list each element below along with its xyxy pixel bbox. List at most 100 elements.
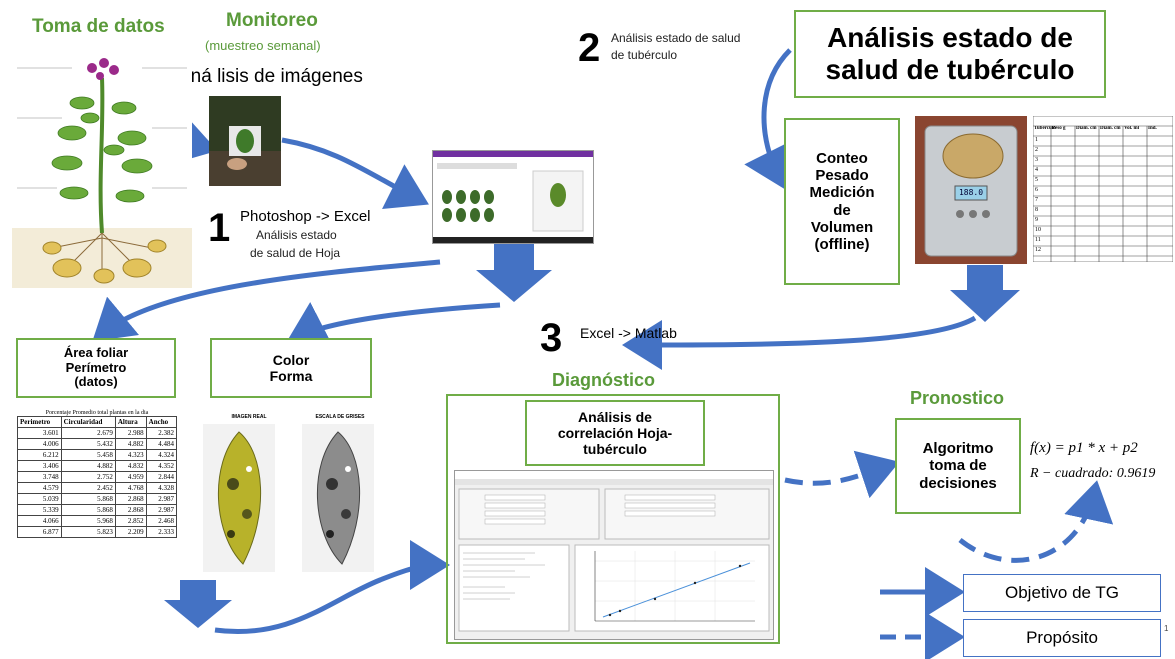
tuber-table-header: Tubérculo (1034, 126, 1056, 131)
tuberculo-title-line1: Análisis estado de (827, 21, 1073, 53)
legend-objetivo-box: Objetivo de TG (963, 574, 1161, 612)
medicion-line: Medición (809, 184, 875, 202)
escala-grises-label: ESCALA DE GRISES (315, 414, 365, 420)
tuber-table-row-index: 5 (1035, 177, 1038, 183)
arrow-photo-to-software (281, 137, 429, 209)
step-2-number: 2 (578, 26, 601, 70)
big-arrow-table-down (164, 580, 232, 628)
tuber-table-row-index: 11 (1035, 237, 1041, 243)
tuber-table-row-index: 2 (1035, 147, 1038, 153)
tuber-table-row-index: 7 (1035, 197, 1038, 203)
tuber-table-row-index: 1 (1035, 137, 1038, 143)
tuber-table-row-index: 8 (1035, 207, 1038, 213)
diagnostico-title: Diagnóstico (552, 370, 656, 390)
table-header-cell: Circularidad (60, 416, 116, 428)
pesado-line: Pesado (815, 167, 869, 184)
table-header-row: Perimetro Circularidad Altura Ancho (17, 416, 178, 428)
tuber-table-row-index: 12 (1035, 247, 1041, 253)
arrow-to-area-foliar (92, 259, 441, 342)
leaf-grayscale-image (302, 424, 374, 572)
conteo-line: Conteo (816, 149, 868, 167)
tuber-table-header: Ind. (1148, 126, 1157, 131)
step-1-line1: Photoshop -> Excel (240, 208, 371, 225)
potato-scale-photo: 188.0 (915, 116, 1027, 264)
monitoreo-title: Monitoreo (226, 10, 318, 31)
big-arrow-software-down (476, 243, 552, 302)
step-2-line1: Análisis estado de salud (611, 31, 741, 45)
step-1-line2: Análisis estado (256, 228, 337, 242)
leaf-in-hand-photo (209, 96, 281, 186)
volumen-line: Volumen (810, 218, 874, 236)
leaf-data-table: Perimetro Circularidad Altura Ancho 3.60… (17, 416, 178, 538)
correlacion-box: Análisis de correlación Hoja- tubérculo (525, 400, 705, 466)
toma-datos-title: Toma de datos (32, 16, 165, 37)
tuber-table-row-index: 9 (1035, 217, 1038, 223)
dashed-arrow-to-algoritmo (784, 450, 900, 499)
step-1-line3: de salud de Hoja (250, 246, 341, 260)
leaf-data-table-container: Porcentaje Promedio total plantas en la … (17, 410, 178, 538)
matlab-fit-window (454, 470, 774, 640)
potato-plant-illustration (12, 48, 192, 288)
tuber-table-header: Diam. cm (1100, 126, 1121, 131)
scale-display-value: 188.0 (958, 188, 984, 197)
page-number: 1 (1164, 624, 1169, 633)
legend-proposito-label: Propósito (1026, 628, 1098, 647)
correlacion-line2: correlación Hoja- (557, 424, 673, 441)
algoritmo-line2: toma de (929, 457, 987, 475)
tuber-table-header: Peso g (1052, 126, 1066, 131)
diagnostico-frame (446, 394, 780, 644)
algoritmo-line3: decisiones (919, 474, 997, 492)
table-header-cell: Altura (114, 416, 147, 428)
arrow-step2 (744, 48, 792, 189)
tuber-table-row-index: 3 (1035, 157, 1038, 163)
area-foliar-line2: Perímetro (65, 359, 127, 375)
step-1-number: 1 (208, 206, 231, 250)
step-2-line2: de tubérculo (611, 48, 678, 62)
legend-proposito-box: Propósito (963, 619, 1161, 657)
tuber-table-header: Diam. cm (1076, 126, 1097, 131)
arrow-to-color-forma (286, 302, 501, 347)
color-line: Color (272, 351, 310, 368)
offline-line: (offline) (814, 236, 870, 253)
leaf-table-title: Porcentaje Promedio total plantas en la … (45, 410, 149, 416)
imagen-real-label: IMAGEN REAL (231, 414, 267, 420)
tuberculo-title-box: Análisis estado de salud de tubérculo (794, 10, 1106, 98)
photoshop-software-screenshot (432, 150, 594, 244)
table-header-cell: Perimetro (17, 416, 62, 428)
arrow-tuber-to-diagnostico (622, 315, 977, 370)
algoritmo-box: Algoritmo toma de decisiones (895, 418, 1021, 514)
area-foliar-line3: (datos) (74, 374, 118, 390)
step-3-number: 3 (540, 316, 563, 360)
leaf-real-image (203, 424, 275, 572)
muestreo-label: (muestreo semanal) (205, 38, 321, 53)
area-foliar-line1: Área foliar (63, 344, 129, 360)
forma-line: Forma (269, 368, 313, 384)
correlacion-line1: Análisis de (578, 408, 652, 425)
dashed-arrow-loop (958, 480, 1114, 563)
formula-line1: f(x) = p1 * x + p2 (1030, 440, 1138, 456)
tuber-table-header: Vol. ml (1124, 126, 1140, 131)
correlacion-line3: tubérculo (583, 441, 647, 458)
analisis-imagenes-label: Aná lisis de imágenes (178, 66, 363, 87)
step-3-label: Excel -> Matlab (580, 325, 677, 341)
tuberculo-title-line2: salud de tubérculo (825, 54, 1075, 85)
area-foliar-box: Área foliar Perímetro (datos) (16, 338, 176, 398)
tuber-table-row-index: 10 (1035, 227, 1041, 233)
table-header-cell: Ancho (145, 416, 178, 428)
big-arrow-tuber-down (950, 265, 1020, 322)
color-forma-box: Color Forma (210, 338, 372, 398)
legend-objetivo-label: Objetivo de TG (1004, 583, 1120, 602)
conteo-box: Conteo Pesado Medición de Volumen (offli… (784, 118, 900, 285)
formula-line2: R − cuadrado: 0.9619 (1030, 466, 1156, 481)
